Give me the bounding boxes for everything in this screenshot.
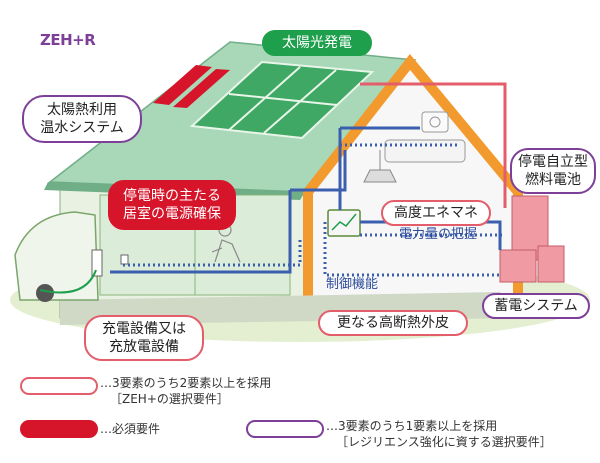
label-power-monitoring: 電力量の把握: [398, 227, 477, 242]
zeh-r-logo: ZEH+R: [40, 31, 96, 49]
label-solar-power: 太陽光発電: [262, 30, 372, 56]
solar-thermal-panel: [153, 65, 212, 105]
label-power-room: 停電時の主たる 居室の電源確保: [108, 180, 236, 230]
control-line: [290, 150, 347, 192]
legend-text-pink: …3要素のうち2要素以上を採用 ［ZEH+の選択要件］: [100, 376, 272, 406]
ev-car: [14, 211, 99, 301]
battery-unit: [537, 245, 565, 283]
legend-swatch-red: [20, 420, 98, 438]
label-control-function: 制御機能: [325, 277, 378, 292]
power-line: [360, 82, 507, 208]
solar-thermal-panel: [173, 69, 230, 108]
charger: [91, 249, 103, 277]
label-battery-system: 蓄電システム: [482, 293, 590, 319]
label-solar-heat: 太陽熱利用 温水システム: [22, 95, 142, 143]
control-dotted-line: [120, 240, 302, 267]
charging-cable: [39, 269, 97, 294]
lamp: [363, 169, 397, 183]
label-insulation: 更なる高断熱外皮: [318, 310, 468, 336]
air-conditioner: [384, 139, 466, 163]
legend-text-red: …必須要件: [100, 422, 161, 436]
control-line: [110, 190, 292, 274]
outlet: [120, 254, 129, 265]
legend-text-purple: …3要素のうち1要素以上を採用 ［レジリエンス強化に資する選択要件］: [326, 419, 552, 449]
label-charging: 充電設備又は 充放電設備: [84, 315, 204, 361]
battery-unit: [499, 249, 537, 283]
legend-swatch-purple: [246, 420, 324, 438]
heat-exchanger: [421, 111, 449, 133]
legend-swatch-pink: [20, 377, 98, 395]
label-efficient-equipment: 高度エネマネ: [381, 200, 491, 226]
label-fuel-cell: 停電自立型 燃料電池: [510, 148, 596, 194]
